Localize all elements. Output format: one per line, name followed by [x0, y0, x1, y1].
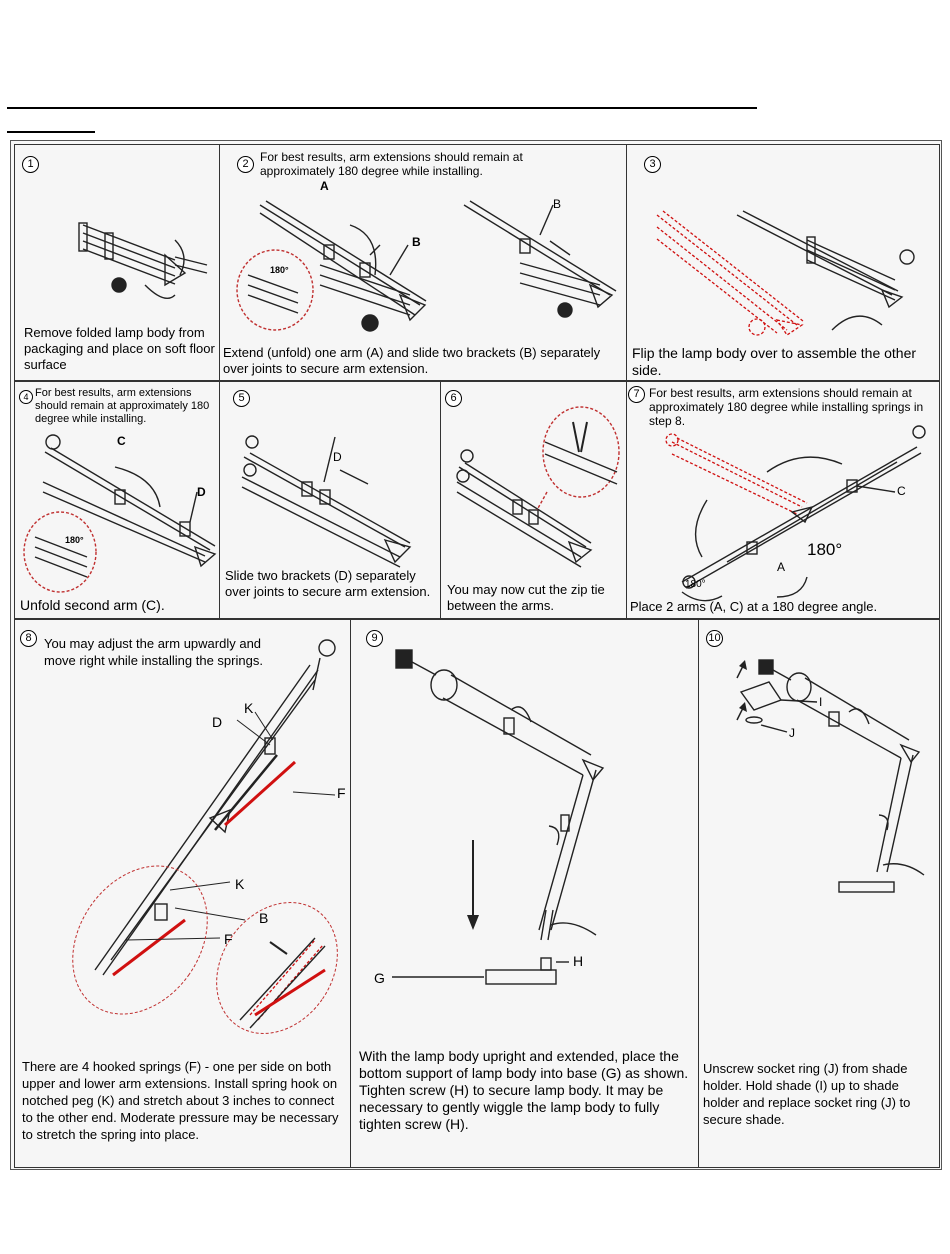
step-number: 8	[20, 630, 37, 647]
step-2-note: For best results, arm extensions should …	[260, 150, 523, 178]
step-10-caption: Unscrew socket ring (J) from shade holde…	[703, 1061, 911, 1127]
step-8-panel: 8 You may adjust the arm upwardly and mo…	[14, 619, 351, 1168]
label-k-2: K	[235, 876, 245, 892]
step-7-caption: Place 2 arms (A, C) at a 180 degree angl…	[630, 599, 878, 614]
label-d: D	[212, 714, 223, 730]
step-3-caption: Flip the lamp body over to assemble the …	[632, 345, 917, 378]
angle-label: 180°	[65, 535, 84, 545]
install-springs-illustration	[72, 639, 338, 1034]
step-number: 7	[628, 386, 645, 403]
label-b-2: B	[553, 197, 562, 211]
step-2-panel: 2 For best results, arm extensions shoul…	[219, 144, 627, 381]
header-rule-short	[7, 131, 95, 133]
label-b: B	[412, 235, 421, 249]
label-g: G	[374, 970, 385, 986]
step-1-caption: Remove folded lamp body from packaging a…	[24, 325, 215, 372]
step-number: 4	[19, 390, 33, 404]
step-4-panel: 4 For best results, arm extensions shoul…	[14, 381, 220, 619]
step-3-panel: 3 Flip the lamp body over to assemble th…	[626, 144, 940, 381]
step-8-caption: There are 4 hooked springs (F) - one per…	[22, 1059, 339, 1142]
step-4-note: For best results, arm extensions should …	[35, 387, 210, 425]
step-9-panel: 9 G H	[350, 619, 699, 1168]
step-9-caption: With the lamp body upright and extended,…	[359, 1048, 689, 1132]
arms-180-illustration	[665, 425, 926, 602]
step-number: 10	[706, 630, 723, 647]
step-5-panel: 5 D Slide two brackets (D) separately ov…	[219, 381, 441, 619]
step-number: 2	[237, 156, 254, 173]
step-number: 5	[233, 390, 250, 407]
mount-base-illustration	[392, 649, 605, 985]
label-k: K	[244, 700, 254, 716]
step-2-caption: Extend (unfold) one arm (A) and slide tw…	[223, 345, 601, 376]
label-f: F	[337, 785, 346, 801]
step-7-note: For best results, arm extensions should …	[649, 386, 924, 428]
label-i: I	[819, 695, 823, 709]
label-d: D	[333, 450, 342, 464]
step-1-panel: 1 Remove folded lamp body from packaging…	[14, 144, 220, 381]
cut-zip-tie-illustration	[456, 406, 620, 568]
step-6-panel: 6 You may now cut the zip tie between th…	[440, 381, 627, 619]
step-7-panel: 7 For best results, arm extensions shoul…	[626, 381, 940, 619]
step-10-panel: 10 I	[698, 619, 940, 1168]
label-j: J	[789, 726, 795, 740]
extend-arm-illustration	[236, 200, 617, 332]
step-8-note: You may adjust the arm upwardly and move…	[44, 636, 263, 668]
angle-label: 180°	[270, 265, 289, 275]
step-5-caption: Slide two brackets (D) separately over j…	[225, 568, 431, 599]
label-h: H	[573, 953, 584, 969]
label-b: B	[259, 910, 269, 926]
folded-lamp-illustration	[78, 222, 208, 299]
step-number: 9	[366, 630, 383, 647]
label-c: C	[117, 434, 126, 448]
unfold-second-arm-illustration	[23, 434, 217, 593]
label-c: C	[897, 484, 906, 498]
attach-shade-illustration	[736, 659, 925, 893]
step-number: 6	[445, 390, 462, 407]
instruction-sheet: 1 Remove folded lamp body from packaging…	[10, 140, 942, 1170]
label-d: D	[197, 485, 206, 499]
label-a: A	[777, 560, 786, 574]
angle-label: 180°	[807, 540, 843, 559]
step-number: 1	[22, 156, 39, 173]
label-a: A	[320, 179, 329, 193]
step-6-caption: You may now cut the zip tie between the …	[447, 582, 605, 613]
step-number: 3	[644, 156, 661, 173]
header-rule	[7, 107, 757, 109]
slide-brackets-illustration	[241, 435, 412, 568]
angle-label-small: 180°	[685, 579, 706, 590]
step-4-caption: Unfold second arm (C).	[20, 597, 165, 613]
flip-lamp-illustration	[656, 210, 915, 336]
label-f-2: F	[224, 931, 233, 947]
